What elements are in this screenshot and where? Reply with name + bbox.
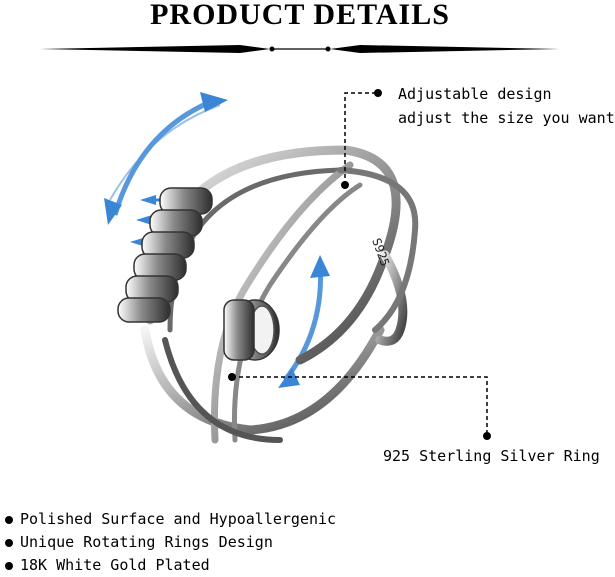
title-ornament-divider bbox=[40, 45, 560, 53]
feature-list: Polished Surface and Hypoallergenic Uniq… bbox=[5, 508, 336, 577]
callout-sterling: 925 Sterling Silver Ring bbox=[383, 447, 600, 465]
rotate-arrow-icon bbox=[109, 97, 221, 216]
feature-item: Polished Surface and Hypoallergenic bbox=[5, 508, 336, 531]
ring-illustration: S925 bbox=[104, 89, 491, 444]
callout-leader-adjustable bbox=[344, 92, 378, 185]
arrow-head-icon bbox=[310, 255, 330, 278]
single-spinner-bead bbox=[223, 299, 280, 361]
callout-leader-sterling bbox=[232, 376, 488, 436]
arrow-head-icon bbox=[200, 92, 228, 112]
page-title: PRODUCT DETAILS bbox=[150, 0, 450, 31]
bullet-icon bbox=[5, 562, 13, 570]
bullet-icon bbox=[5, 516, 13, 524]
spinner-beads bbox=[117, 187, 213, 323]
arrow-head-icon bbox=[278, 368, 300, 388]
feature-item: Unique Rotating Rings Design bbox=[5, 531, 336, 554]
callout-adjustable-title: Adjustable design bbox=[398, 85, 552, 103]
bullet-icon bbox=[5, 539, 13, 547]
callout-adjustable-subtitle: adjust the size you want bbox=[398, 109, 615, 127]
feature-item: 18K White Gold Plated bbox=[5, 554, 336, 577]
arrow-head-icon bbox=[104, 198, 122, 225]
